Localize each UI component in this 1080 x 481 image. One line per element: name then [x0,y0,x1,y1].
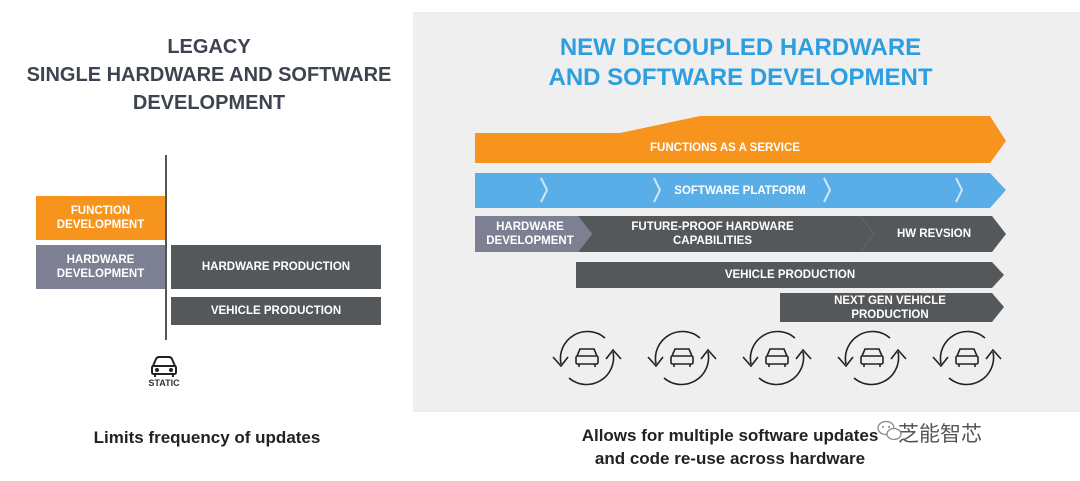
legacy-vehicle-production-label: VEHICLE PRODUCTION [210,305,342,317]
watermark-text: 芝能智芯 [898,422,982,446]
functions-as-service-bar [475,116,1006,163]
decoupled-caption-line-1: Allows for multiple software updates [581,426,879,445]
functions-as-service-text: FUNCTIONS AS A SERVICE [650,142,800,154]
refresh-car-icon [932,330,1002,386]
hardware-development-text-1: HARDWARE [496,221,564,233]
timeline-axis [165,155,167,340]
hardware-development-text-2: DEVELOPMENT [486,235,574,247]
legacy-title-line-2: SINGLE HARDWARE AND SOFTWARE [26,64,392,86]
future-proof-text-1: FUTURE-PROOF HARDWARE [631,221,794,233]
static-label: STATIC [148,378,180,388]
decoupled-caption: Allows for multiple software updates and… [530,424,930,470]
function-development-box: FUNCTION DEVELOPMENT [36,196,165,240]
legacy-title-line-1: LEGACY [167,36,251,58]
decoupled-title-line-1: NEW DECOUPLED HARDWARE [559,34,922,61]
vehicle-production-label: VEHICLE PRODUCTION [576,262,1004,288]
legacy-hardware-development-box: HARDWARE DEVELOPMENT [36,245,165,289]
decoupled-panel [413,12,1080,412]
legacy-hardware-production-label: HARDWARE PRODUCTION [201,261,351,273]
decoupled-title: NEW DECOUPLED HARDWARE AND SOFTWARE DEVE… [413,33,1068,93]
refresh-car-icon [647,330,717,386]
software-platform-bar [475,173,1006,208]
refresh-car-icon [837,330,907,386]
hardware-development-bar [475,216,592,252]
legacy-caption: Limits frequency of updates [93,428,321,447]
vehicle-production-bar [576,262,1004,288]
decoupled-title-line-2: AND SOFTWARE DEVELOPMENT [548,64,933,91]
legacy-vehicle-production-box: VEHICLE PRODUCTION [171,297,381,325]
future-proof-label: FUTURE-PROOF HARDWARE CAPABILITIES [595,216,830,252]
software-platform-text: SOFTWARE PLATFORM [674,184,806,197]
legacy-hardware-development-label-1: HARDWARE [66,254,135,266]
next-gen-production-bar [780,293,1004,322]
future-proof-bar [578,216,874,252]
function-development-label-2: DEVELOPMENT [56,219,145,231]
software-platform-label: SOFTWARE PLATFORM [475,173,1005,208]
decoupled-caption-line-2: and code re-use across hardware [594,449,866,468]
legacy-hardware-production-box: HARDWARE PRODUCTION [171,245,381,289]
refresh-car-icon [552,330,622,386]
legacy-hardware-development-label-2: DEVELOPMENT [56,268,145,280]
hardware-development-label: HARDWARE DEVELOPMENT [475,216,585,252]
next-gen-text-1: NEXT GEN VEHICLE [834,294,946,307]
refresh-car-icon [742,330,812,386]
next-gen-production-label: NEXT GEN VEHICLE PRODUCTION [780,293,1000,322]
legacy-title-line-3: DEVELOPMENT [132,92,286,114]
hw-revision-text: HW REVSION [896,228,972,240]
future-proof-text-2: CAPABILITIES [672,235,752,247]
next-gen-text-2: PRODUCTION [851,308,929,321]
vehicle-production-text: VEHICLE PRODUCTION [724,269,856,281]
chevron-right-icon [540,177,964,203]
hw-revision-bar [860,216,1006,252]
hw-revision-label: HW REVSION [872,216,996,252]
functions-as-service-label: FUNCTIONS AS A SERVICE [475,133,975,163]
legacy-title: LEGACY SINGLE HARDWARE AND SOFTWARE DEVE… [0,33,418,117]
function-development-label-1: FUNCTION [70,205,131,217]
